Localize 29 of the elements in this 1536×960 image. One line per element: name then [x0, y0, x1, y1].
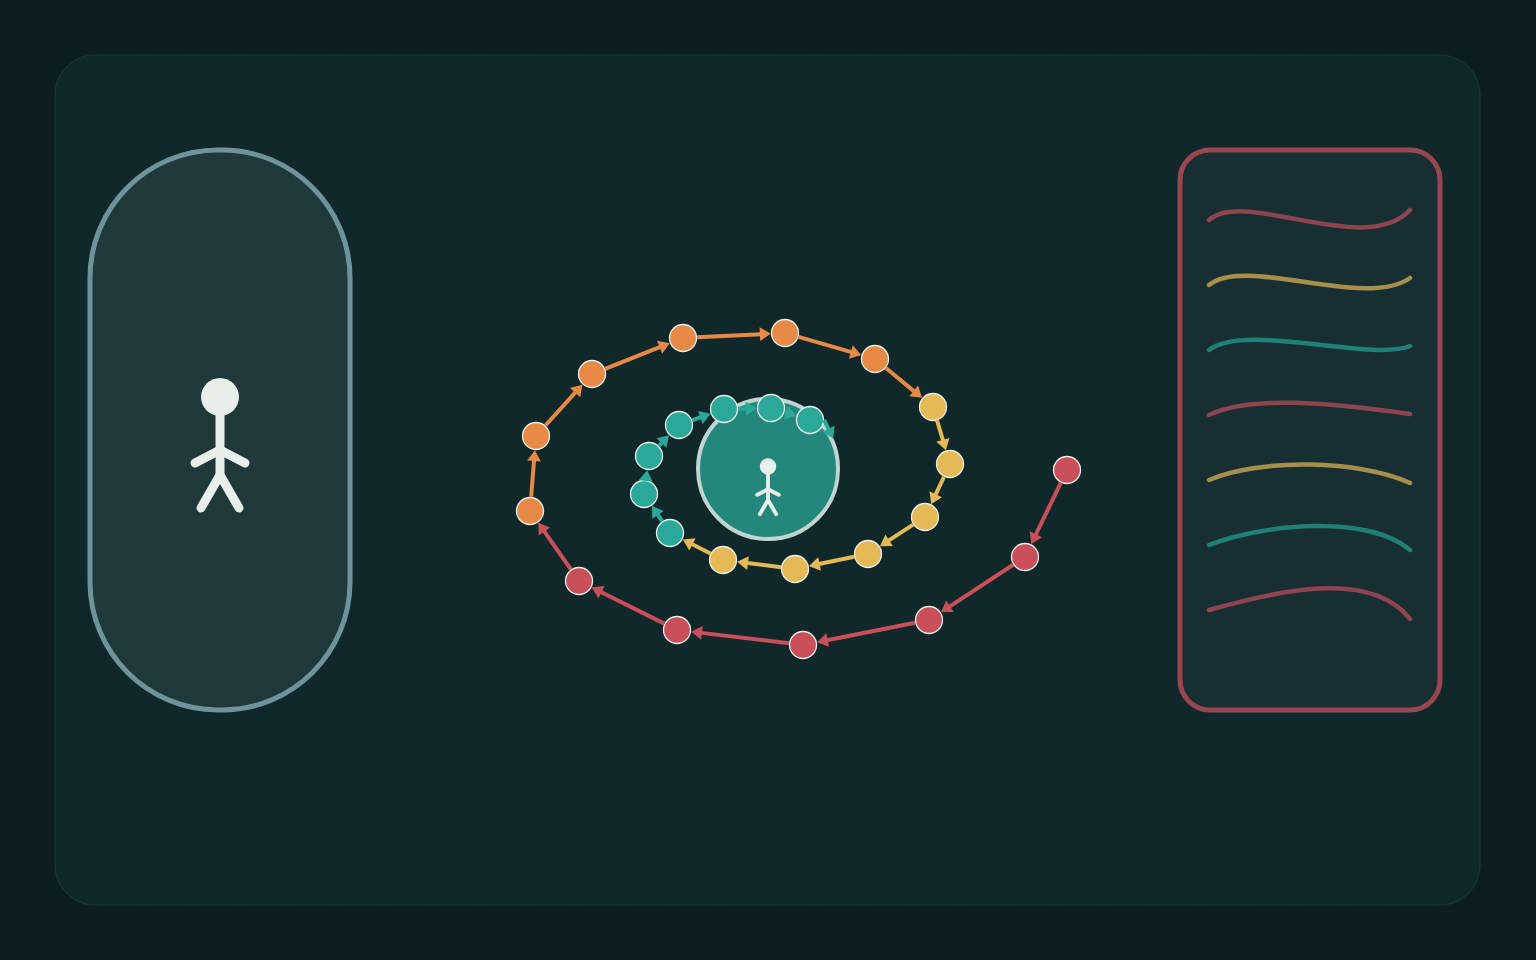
dot [708, 545, 738, 575]
dot [756, 393, 786, 423]
dot [780, 554, 810, 584]
dot [770, 318, 800, 348]
arrow [880, 523, 915, 547]
dot [788, 630, 818, 660]
dot [853, 539, 883, 569]
dot [664, 410, 694, 440]
dot [914, 605, 944, 635]
dot [577, 359, 607, 389]
stick-figure [190, 378, 250, 513]
dot [629, 479, 659, 509]
dot [668, 323, 698, 353]
dot [564, 566, 594, 596]
dot [634, 441, 664, 471]
dot [1052, 455, 1082, 485]
dot [1010, 542, 1040, 572]
dot [935, 449, 965, 479]
dot [521, 421, 551, 451]
dot [662, 615, 692, 645]
dot [515, 496, 545, 526]
dot [655, 518, 685, 548]
dot [860, 344, 890, 374]
arrow [884, 366, 922, 398]
dot [910, 502, 940, 532]
rounded-panel [1177, 147, 1443, 713]
stick-figure [755, 458, 781, 517]
dot [709, 394, 739, 424]
dot [918, 392, 948, 422]
